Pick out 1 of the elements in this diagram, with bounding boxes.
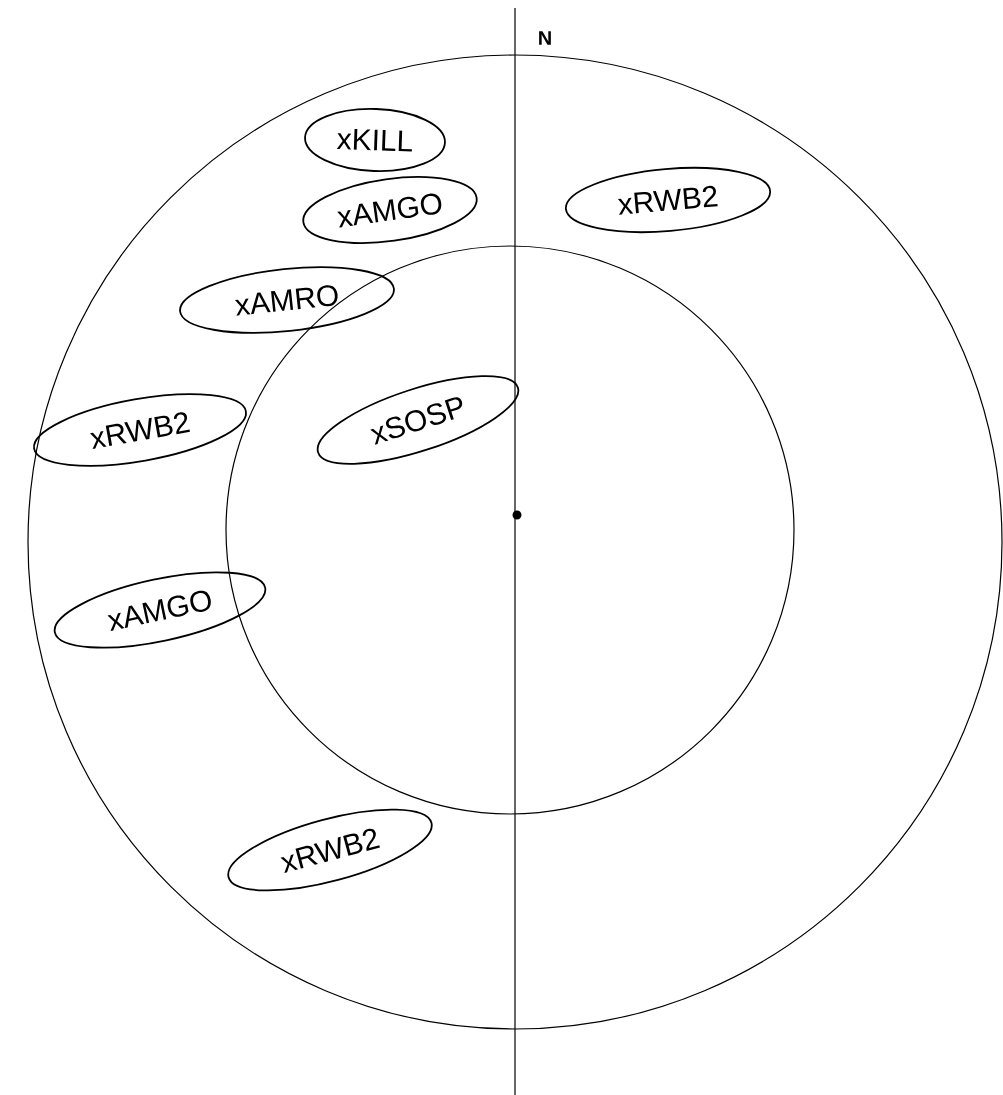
north-label: N <box>539 31 551 45</box>
